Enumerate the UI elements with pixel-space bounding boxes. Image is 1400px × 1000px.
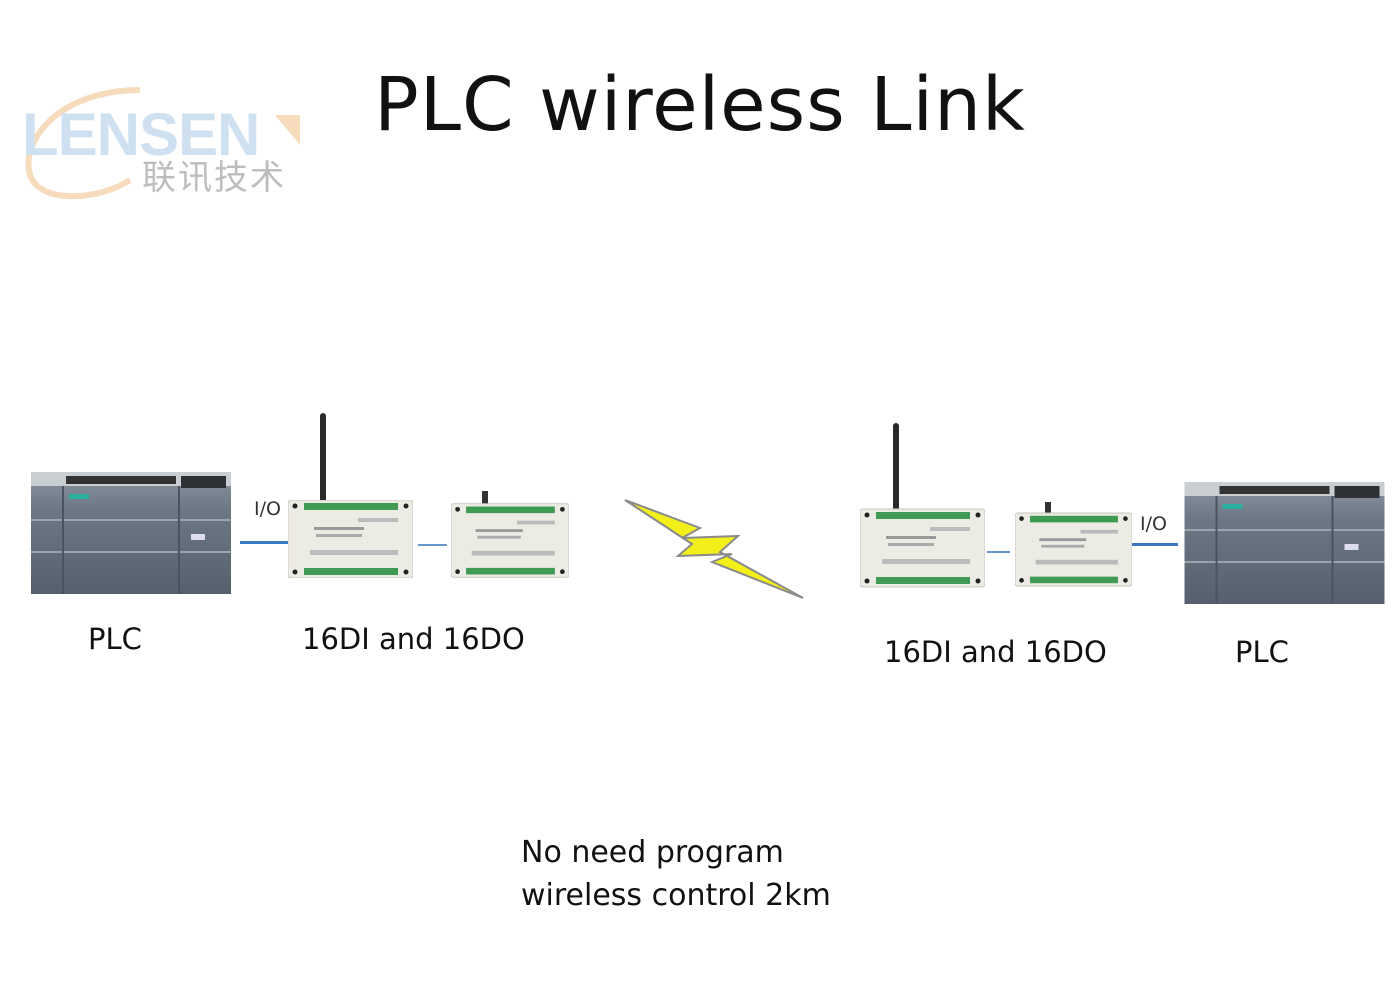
right-io-label: I/O <box>1140 513 1167 535</box>
company-logo <box>20 80 310 210</box>
left-connector-icon <box>482 491 488 505</box>
right-module-label: 16DI and 16DO <box>884 635 1107 669</box>
right-plc-device <box>1183 482 1386 604</box>
left-io-label: I/O <box>254 498 281 520</box>
left-module-label: 16DI and 16DO <box>302 622 525 656</box>
page-title: PLC wireless Link <box>374 62 1026 148</box>
left-plc-device <box>30 472 232 594</box>
footnote: No need program wireless control 2km <box>521 831 831 917</box>
right-io-module-expansion <box>1015 512 1132 587</box>
left-module-link-line <box>418 544 447 546</box>
logo-name: LENSEN <box>22 101 260 168</box>
logo-subtitle: 联讯技术 <box>142 158 286 198</box>
right-io-module-main <box>860 508 985 588</box>
right-antenna-icon <box>893 423 899 513</box>
footnote-line-1: No need program <box>521 835 784 870</box>
right-plc-label: PLC <box>1235 635 1289 669</box>
left-io-module-main <box>288 500 413 578</box>
right-connector-icon <box>1045 502 1051 516</box>
left-antenna-icon <box>320 413 326 505</box>
left-io-module-expansion <box>451 503 569 578</box>
right-module-link-line <box>987 551 1010 553</box>
logo-swoosh-icon <box>25 87 300 200</box>
footnote-line-2: wireless control 2km <box>521 878 831 913</box>
wireless-lightning-icon <box>624 499 804 599</box>
left-plc-label: PLC <box>88 622 142 656</box>
left-plc-link-line <box>240 541 290 544</box>
right-plc-link-line <box>1132 543 1178 546</box>
